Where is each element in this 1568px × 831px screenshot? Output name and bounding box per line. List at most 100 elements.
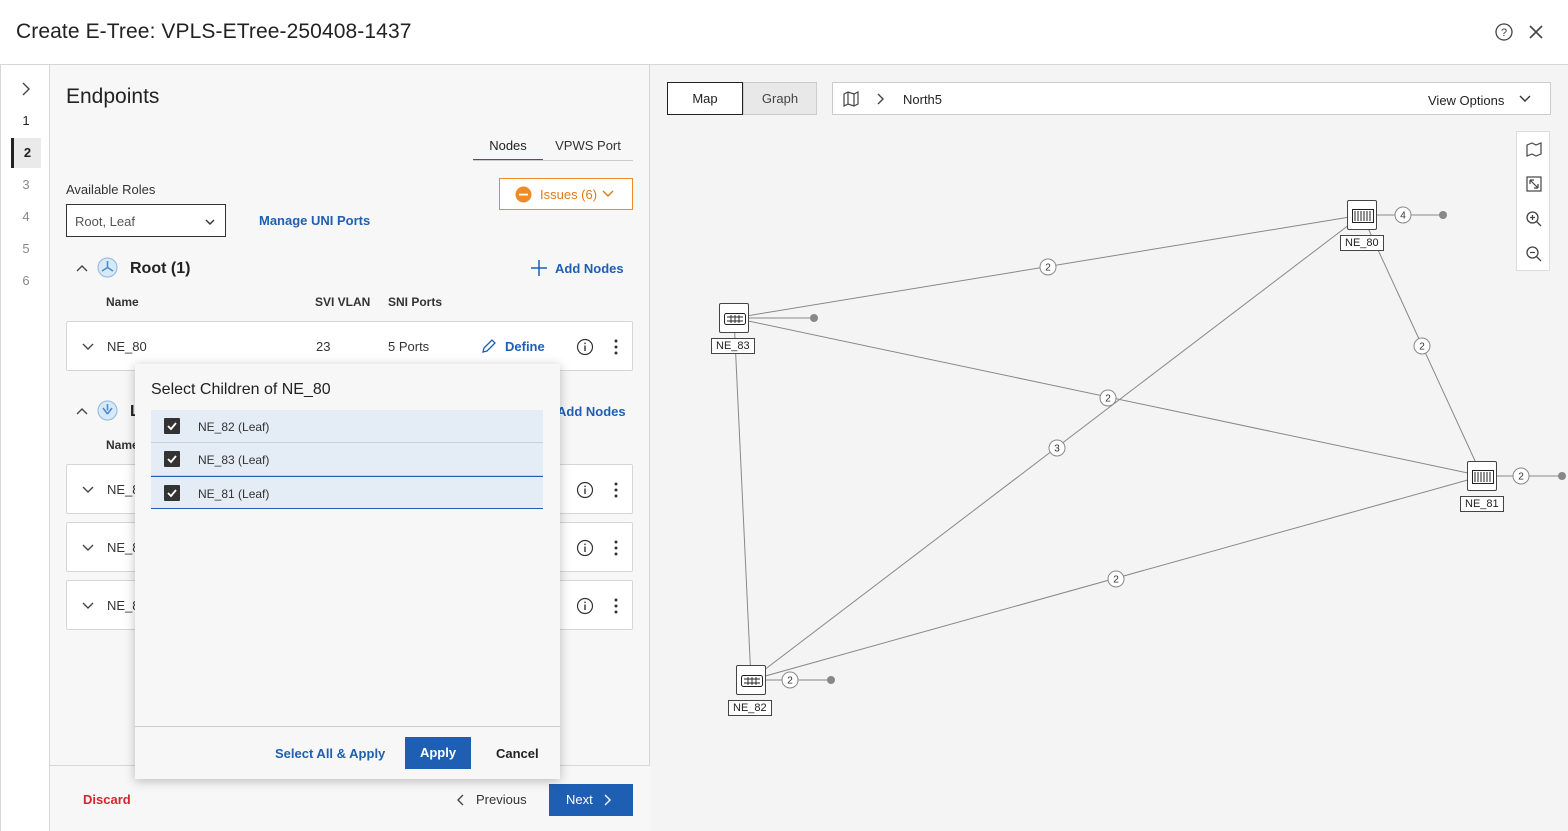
leaf-node-name: NE_8 <box>107 598 140 613</box>
child-label: NE_82 (Leaf) <box>198 420 270 434</box>
topology-graph[interactable]: 2 4 2 2 3 2 2 2 <box>650 65 1568 831</box>
svg-text:2: 2 <box>1045 263 1051 274</box>
dialog-title: Create E-Tree: VPLS-ETree-250408-1437 <box>16 20 412 43</box>
close-icon[interactable] <box>1526 22 1546 42</box>
view-options-label: View Options <box>1428 93 1505 108</box>
popup-title: Select Children of NE_80 <box>151 381 331 398</box>
available-roles-select[interactable]: Root, Leaf <box>66 204 226 237</box>
chevron-down-icon[interactable] <box>81 483 95 497</box>
fit-map-icon[interactable] <box>1525 140 1543 158</box>
more-options-icon[interactable] <box>608 481 624 499</box>
info-icon[interactable] <box>576 481 594 499</box>
breadcrumb-north5[interactable]: North5 <box>903 92 943 107</box>
step-3[interactable]: 3 <box>22 177 30 192</box>
step-4[interactable]: 4 <box>22 209 30 224</box>
checkbox-checked[interactable] <box>164 485 180 501</box>
tab-nodes[interactable]: Nodes <box>473 131 543 161</box>
available-roles-value: Root, Leaf <box>75 214 135 229</box>
add-leaf-nodes-button[interactable]: Add Nodes <box>557 404 626 419</box>
child-option[interactable]: NE_82 (Leaf) <box>151 410 543 443</box>
link-badge: 3 <box>1048 439 1066 457</box>
child-option[interactable]: NE_83 (Leaf) <box>151 443 543 476</box>
checkmark-icon <box>167 422 177 431</box>
tab-underline <box>473 160 633 161</box>
switch-node-icon[interactable] <box>1347 200 1377 230</box>
select-children-popup: Select Children of NE_80 NE_82 (Leaf) NE… <box>135 364 560 779</box>
dialog-header: Create E-Tree: VPLS-ETree-250408-1437 ? <box>0 0 1568 65</box>
help-icon[interactable]: ? <box>1494 22 1514 42</box>
leaf-role-icon <box>97 400 118 421</box>
next-button[interactable]: Next <box>549 784 633 816</box>
svg-text:3: 3 <box>1054 444 1060 455</box>
switch-node-icon[interactable] <box>1467 461 1497 491</box>
svg-text:2: 2 <box>1113 575 1119 586</box>
checkmark-icon <box>167 489 177 498</box>
node-label: NE_81 <box>1460 496 1504 512</box>
expand-icon[interactable] <box>1525 175 1543 193</box>
discard-button[interactable]: Discard <box>83 792 131 807</box>
segment-map[interactable]: Map <box>667 82 743 115</box>
node-label: NE_83 <box>711 338 755 354</box>
next-label: Next <box>566 792 593 807</box>
map-tools <box>1516 131 1550 271</box>
segment-graph[interactable]: Graph <box>743 82 817 115</box>
view-options-dropdown[interactable]: View Options <box>1428 92 1531 110</box>
checkmark-icon <box>167 455 177 464</box>
apply-button[interactable]: Apply <box>405 737 471 769</box>
more-options-icon[interactable] <box>608 338 624 356</box>
define-label: Define <box>505 339 545 354</box>
svg-text:4: 4 <box>1400 211 1406 222</box>
leaf-node-name: NE_8 <box>107 482 140 497</box>
router-node-icon[interactable] <box>736 665 766 695</box>
leaf-node-name: NE_8 <box>107 540 140 555</box>
zoom-out-icon[interactable] <box>1525 245 1543 263</box>
root-section-title: Root (1) <box>130 260 191 277</box>
link-badge: 2 <box>1512 467 1530 485</box>
child-option[interactable]: NE_81 (Leaf) <box>151 476 543 509</box>
checkbox-checked[interactable] <box>164 418 180 434</box>
chevron-down-icon[interactable] <box>81 340 95 354</box>
svg-text:2: 2 <box>787 676 793 687</box>
column-sni-ports: SNI Ports <box>388 295 443 309</box>
step-1[interactable]: 1 <box>22 113 30 128</box>
step-5[interactable]: 5 <box>22 241 30 256</box>
expand-stepper-icon[interactable] <box>18 81 34 97</box>
add-nodes-label: Add Nodes <box>555 261 624 276</box>
manage-uni-ports-link[interactable]: Manage UNI Ports <box>259 213 371 228</box>
link-badge: 2 <box>1099 389 1117 407</box>
root-row[interactable]: NE_80 23 5 Ports Define <box>66 321 633 371</box>
checkbox-checked[interactable] <box>164 451 180 467</box>
more-options-icon[interactable] <box>608 539 624 557</box>
zoom-in-icon[interactable] <box>1525 210 1543 228</box>
tab-vpws-port[interactable]: VPWS Port <box>555 138 621 153</box>
chevron-right-icon <box>877 93 884 105</box>
info-icon[interactable] <box>576 338 594 356</box>
svg-text:2: 2 <box>1105 394 1111 405</box>
root-sni-ports: 5 Ports <box>388 339 430 354</box>
link-badge: 4 <box>1394 206 1412 224</box>
link-badge: 2 <box>1413 337 1431 355</box>
more-options-icon[interactable] <box>608 597 624 615</box>
node-label: NE_82 <box>728 700 772 716</box>
collapse-root-icon[interactable] <box>75 261 89 275</box>
info-icon[interactable] <box>576 597 594 615</box>
router-node-icon[interactable] <box>719 303 749 333</box>
cancel-button[interactable]: Cancel <box>496 746 539 761</box>
select-all-apply-button[interactable]: Select All & Apply <box>275 746 386 761</box>
step-6[interactable]: 6 <box>22 273 30 288</box>
column-svi-vlan: SVI VLAN <box>315 295 371 309</box>
issues-dropdown[interactable]: Issues (6) <box>499 178 633 210</box>
root-role-icon <box>97 257 118 278</box>
chevron-down-icon[interactable] <box>81 599 95 613</box>
endpoints-title: Endpoints <box>66 85 160 108</box>
chevron-down-icon[interactable] <box>81 541 95 555</box>
root-node-name: NE_80 <box>107 339 147 354</box>
available-roles-label: Available Roles <box>66 182 156 197</box>
collapse-leaf-icon[interactable] <box>75 404 89 418</box>
step-2[interactable]: 2 <box>11 138 41 168</box>
map-icon[interactable] <box>843 91 859 107</box>
leaf-column-name: Name <box>106 438 139 452</box>
plus-icon <box>531 260 547 276</box>
chevron-down-icon <box>1519 95 1531 102</box>
info-icon[interactable] <box>576 539 594 557</box>
